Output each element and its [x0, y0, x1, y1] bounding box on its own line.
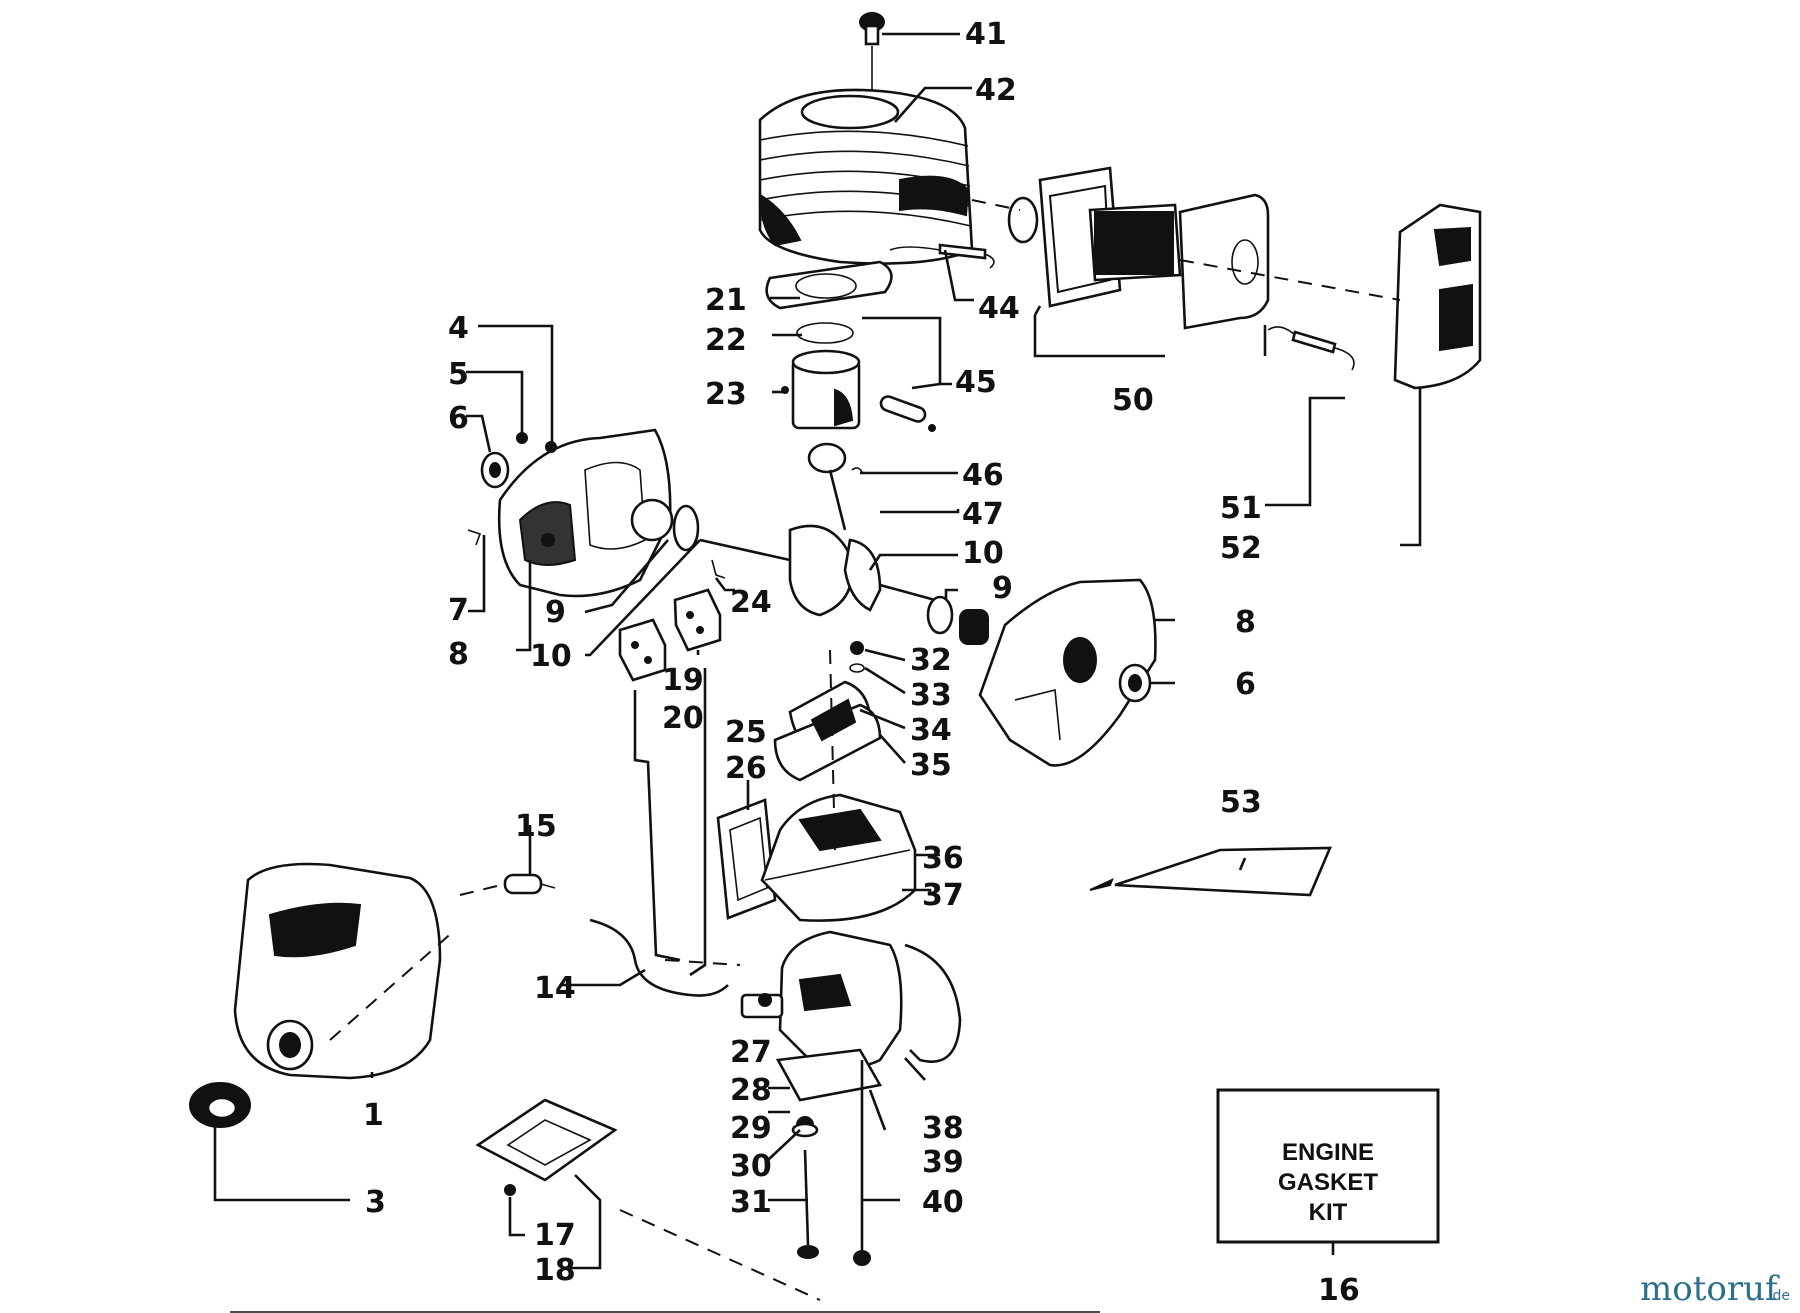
- part-8-right-crankcase: [978, 578, 1157, 767]
- label-42: 42: [975, 73, 1017, 108]
- part-9-10-bearing-right: [926, 595, 989, 645]
- label-23: 23: [705, 377, 747, 412]
- label-8-right: 8: [1235, 605, 1256, 640]
- label-37: 37: [922, 878, 964, 913]
- part-38-fuel-line: [904, 943, 962, 1063]
- label-3: 3: [365, 1185, 386, 1220]
- label-22: 22: [705, 323, 747, 358]
- label-44: 44: [978, 291, 1020, 326]
- part-50-filter-housing: [1007, 166, 1270, 330]
- part-6-seal: [480, 451, 510, 489]
- label-10-left: 10: [530, 639, 572, 674]
- label-47: 47: [962, 497, 1004, 532]
- part-7-pin: [467, 529, 482, 546]
- part-42-cylinder: [758, 88, 974, 265]
- label-36: 36: [922, 841, 964, 876]
- label-33: 33: [910, 678, 952, 713]
- part-20-25-rods: [633, 668, 707, 977]
- part-8-left-crankcase: [497, 428, 672, 598]
- engine-gasket-kit-box: ENGINE GASKET KIT: [1216, 1088, 1440, 1244]
- label-8-left: 8: [448, 637, 469, 672]
- label-9-right: 9: [992, 571, 1013, 606]
- label-30: 30: [730, 1149, 772, 1184]
- part-36-intake: [760, 793, 917, 922]
- label-9-left: 9: [545, 595, 566, 630]
- part-14-fuel-line: [589, 918, 729, 997]
- part-17-18-plate: [475, 1098, 618, 1196]
- label-10-right: 10: [962, 536, 1004, 571]
- kit-line-2: GASKET: [1278, 1169, 1378, 1196]
- part-1-tank: [233, 862, 442, 1080]
- label-21: 21: [705, 283, 747, 318]
- leader-lines: [213, 32, 1422, 1270]
- part-53-tube: [1089, 846, 1332, 897]
- label-45: 45: [955, 365, 997, 400]
- part-31-40-bolts: [797, 1060, 871, 1266]
- kit-line-1: ENGINE: [1282, 1139, 1374, 1166]
- label-5: 5: [448, 357, 469, 392]
- label-31: 31: [730, 1185, 772, 1220]
- kit-line-3: KIT: [1309, 1199, 1348, 1226]
- watermark-brand: motoruf: [1640, 1269, 1780, 1309]
- label-15: 15: [515, 809, 557, 844]
- part-23-piston: [781, 349, 936, 432]
- label-16: 16: [1318, 1273, 1360, 1308]
- label-53: 53: [1220, 785, 1262, 820]
- label-17: 17: [534, 1218, 576, 1253]
- label-7: 7: [448, 593, 469, 628]
- part-51-spring: [1267, 326, 1355, 371]
- watermark-suffix: .de: [1768, 1288, 1790, 1304]
- part-52-cover: [1393, 203, 1482, 390]
- label-35: 35: [910, 748, 952, 783]
- parts-drawings: [189, 12, 1482, 1301]
- part-21-gasket: [765, 260, 893, 310]
- part-6-seal-right: [1118, 663, 1152, 703]
- label-34: 34: [910, 713, 952, 748]
- label-6-left: 6: [448, 401, 469, 436]
- label-24: 24: [730, 585, 772, 620]
- part-24-key: [711, 559, 726, 579]
- label-40: 40: [922, 1185, 964, 1220]
- part-22-ring: [796, 322, 854, 344]
- label-1: 1: [363, 1098, 384, 1133]
- label-41: 41: [965, 17, 1007, 52]
- part-15-fuel-filter: [503, 873, 556, 895]
- label-27: 27: [730, 1035, 772, 1070]
- part-27-carburetor: [740, 930, 903, 1138]
- label-18: 18: [534, 1253, 576, 1288]
- part-26-gasket: [716, 798, 777, 920]
- label-51: 51: [1220, 491, 1262, 526]
- label-32: 32: [910, 643, 952, 678]
- label-46: 46: [962, 458, 1004, 493]
- label-29: 29: [730, 1111, 772, 1146]
- callout-labels: 41 42 44 21 22 23 45 50 4 5 6 46 47 10 9…: [363, 17, 1360, 1308]
- part-9-10-bearing-left: [630, 498, 700, 552]
- part-44-spring: [889, 243, 995, 269]
- label-20: 20: [662, 701, 704, 736]
- label-39: 39: [922, 1145, 964, 1180]
- part-32-35-reed-valve: [773, 641, 882, 782]
- part-19-20-blocks: [618, 588, 722, 682]
- label-25: 25: [725, 715, 767, 750]
- label-4: 4: [448, 311, 469, 346]
- part-41-screw: [859, 12, 885, 120]
- label-26: 26: [725, 751, 767, 786]
- label-38: 38: [922, 1111, 964, 1146]
- part-47-crankshaft: [699, 524, 936, 617]
- label-28: 28: [730, 1073, 772, 1108]
- part-3-cap: [189, 1082, 251, 1128]
- assembly-dashed-lines: [329, 199, 1401, 1301]
- label-19: 19: [662, 663, 704, 698]
- label-14: 14: [534, 971, 576, 1006]
- label-52: 52: [1220, 531, 1262, 566]
- watermark: motoruf .de: [1640, 1269, 1790, 1309]
- label-6-right: 6: [1235, 667, 1256, 702]
- label-50: 50: [1112, 383, 1154, 418]
- part-46-conrod: [807, 442, 863, 531]
